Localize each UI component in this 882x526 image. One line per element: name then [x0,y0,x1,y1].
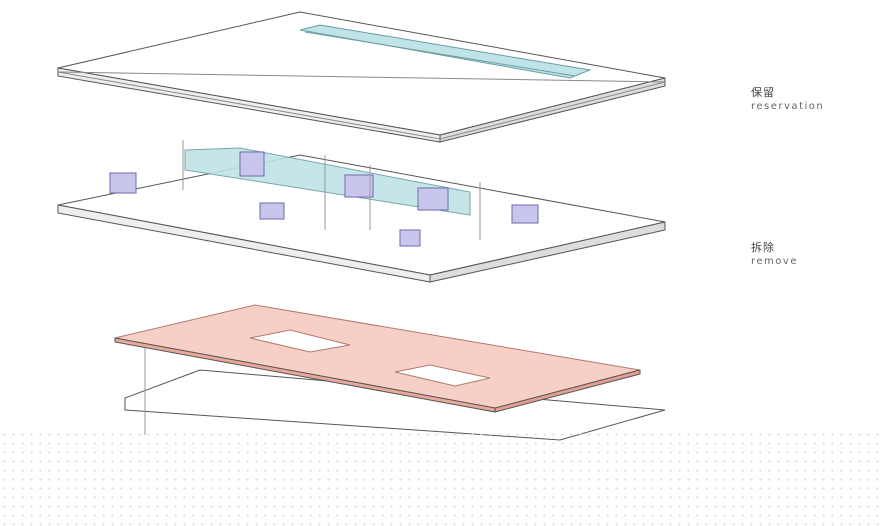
reservation-label-en: reservation [751,101,825,112]
dotted-background [0,430,882,526]
new-floor [114,304,666,441]
removed-floor [57,140,666,283]
remove-label-zh: 拆除 [751,241,775,254]
legend-remove: 拆除 remove [751,239,798,267]
reserved-skylight [299,24,592,79]
legend-reservation: 保留 reservation [751,84,824,112]
reservation-label-zh: 保留 [751,86,775,99]
reserved-floor [57,11,666,143]
remove-label-en: remove [751,256,798,267]
